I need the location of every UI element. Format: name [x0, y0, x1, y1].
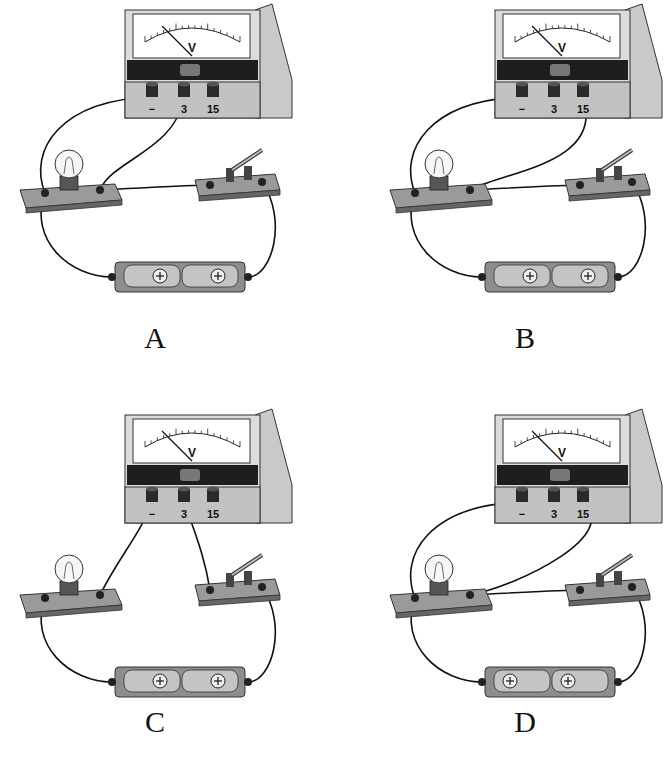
- terminal-label: 15: [207, 509, 219, 520]
- terminal-label: 3: [181, 509, 187, 520]
- option-letter: D: [514, 707, 536, 737]
- terminal-label: 15: [577, 104, 589, 115]
- terminal-label: 15: [207, 104, 219, 115]
- terminal-label: 15: [577, 509, 589, 520]
- terminal-label: 3: [181, 104, 187, 115]
- meter-symbol: V: [188, 42, 196, 54]
- terminal-label: −: [149, 104, 155, 115]
- option-letter: B: [515, 323, 535, 353]
- meter-symbol: V: [558, 447, 566, 459]
- terminal-label: −: [519, 104, 525, 115]
- option-letter: C: [145, 707, 165, 737]
- meter-symbol: V: [558, 42, 566, 54]
- terminal-label: 3: [551, 509, 557, 520]
- terminal-label: −: [519, 509, 525, 520]
- option-letter: A: [144, 323, 166, 353]
- meter-symbol: V: [188, 447, 196, 459]
- terminal-label: 3: [551, 104, 557, 115]
- terminal-label: −: [149, 509, 155, 520]
